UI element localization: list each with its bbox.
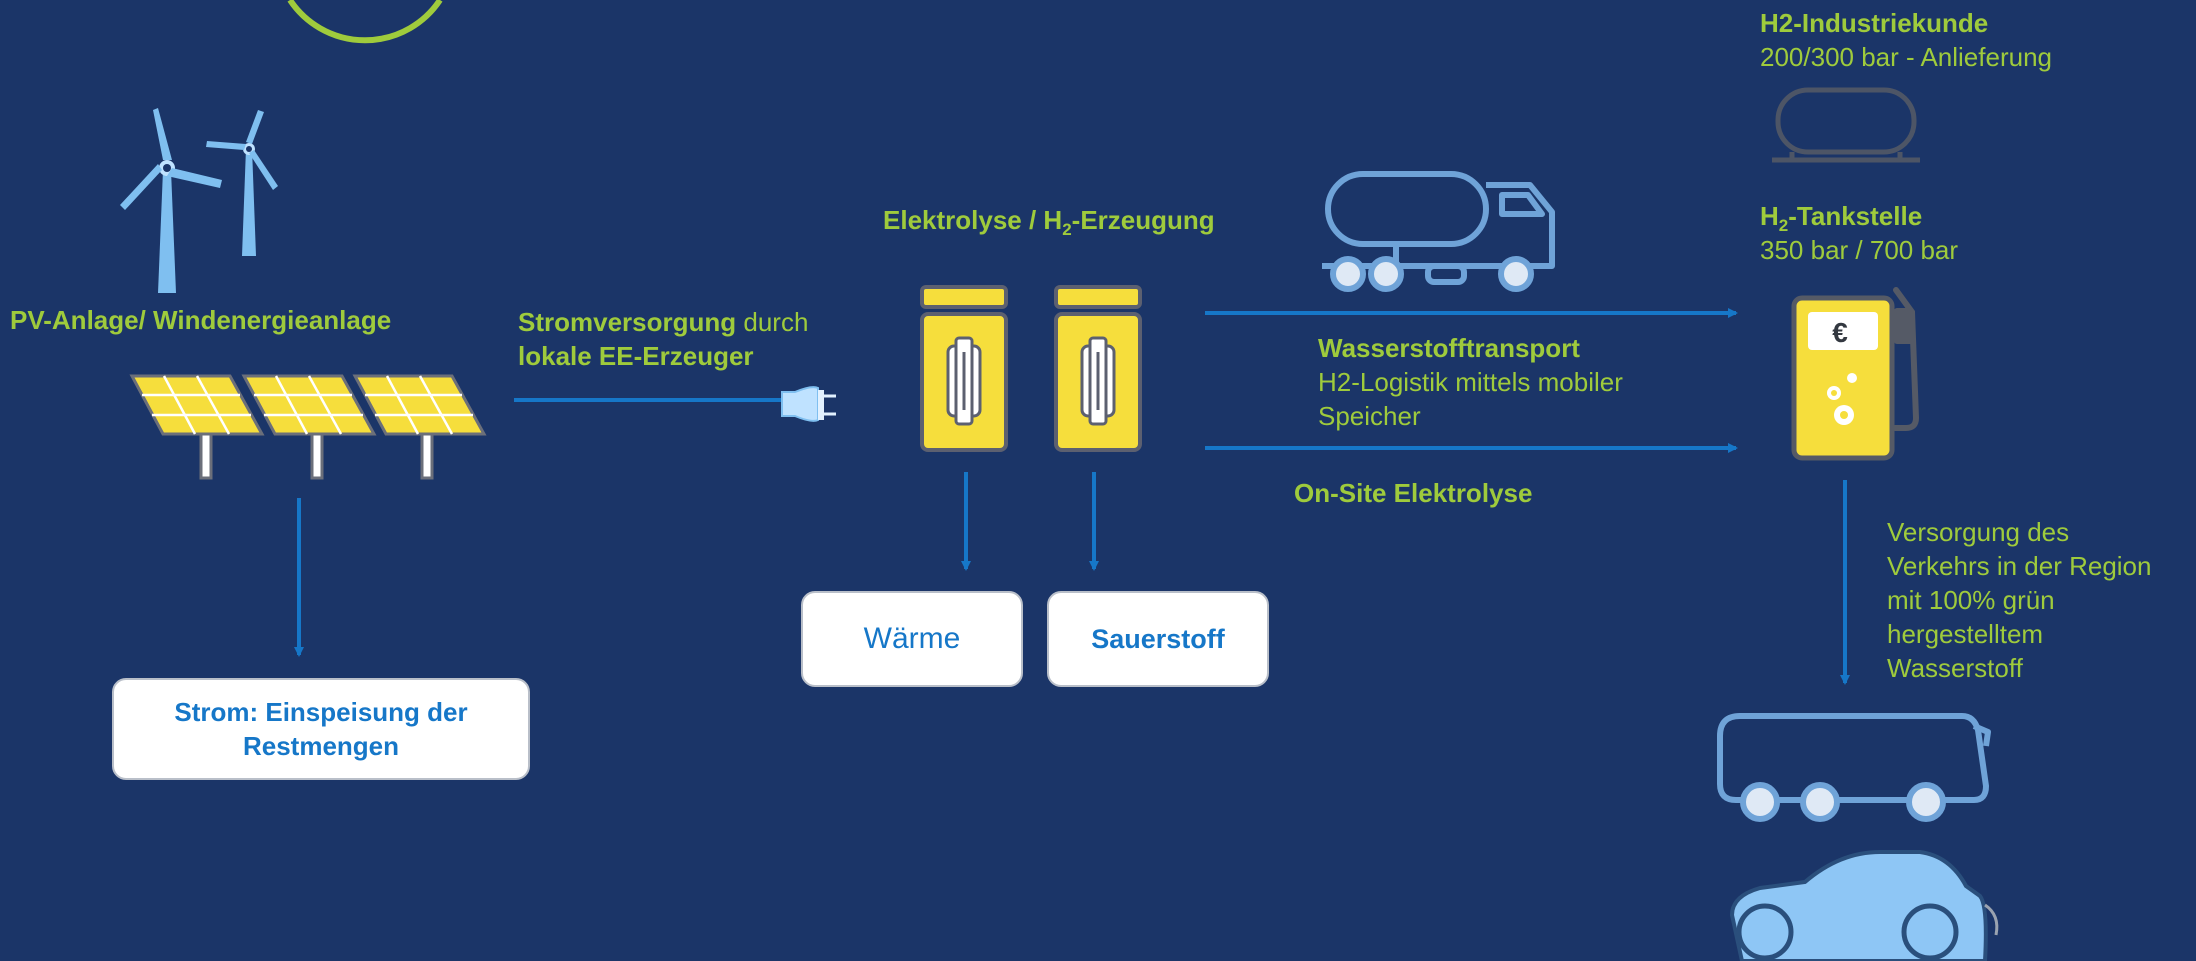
elektrolyse-pre: Elektrolyse / H [883,205,1063,235]
versorgung-line: Versorgung des [1887,517,2070,547]
euro-sign: € [1832,317,1848,348]
solar-panel-icon [129,374,487,480]
stromversorgung-label: Stromversorgung durch [518,305,808,339]
versorgung-line: hergestelltem [1887,619,2044,649]
stromversorgung-bold: Stromversorgung [518,307,737,337]
sauerstoff-label: Sauerstoff [1091,623,1225,654]
einspeisung-line1: Strom: Einspeisung der [174,697,468,727]
tank-truck-icon [1322,171,1555,292]
plug-icon [781,386,836,422]
elektrolyse-post: -Erzeugung [1071,205,1215,235]
stromversorgung-rest: durch [736,307,809,337]
onsite-label: On-Site Elektrolyse [1294,478,1533,508]
versorgung-line: mit 100% grün [1887,585,2055,615]
transport-line2: Speicher [1318,401,1421,431]
industrie-sub: 200/300 bar - Anlieferung [1760,42,2052,72]
transport-title: Wasserstofftransport [1318,333,1580,363]
fuel-pump-icon: € [1791,287,1920,461]
elektrolyse-sub: 2 [1062,220,1072,240]
tank-sub: 2 [1778,216,1789,236]
einspeisung-box: Strom: Einspeisung der Restmengen [112,678,530,780]
waerme-box: Wärme [801,591,1023,687]
bus-icon [1717,713,1991,822]
industrie-title: H2-Industriekunde [1760,8,1989,38]
elektrolyse-label: Elektrolyse / H2-Erzeugung [883,203,1215,247]
pv-wind-label: PV-Anlage/ Windenergieanlage [10,305,392,335]
electrolyser-right-icon [1054,285,1142,452]
wind-turbine-icon [120,108,278,293]
sauerstoff-box: Sauerstoff [1047,591,1269,687]
electrolyser-left-icon [920,285,1008,452]
einspeisung-line2: Restmengen [242,731,400,761]
versorgung-line: Verkehrs in der Region [1887,551,2152,581]
transport-line1: H2-Logistik mittels mobiler [1318,367,1623,397]
versorgung-line: Wasserstoff [1887,653,2023,683]
tankstelle-pressure: 350 bar / 700 bar [1760,235,1959,265]
tankstelle-title: H2-Tankstelle [1760,199,1922,243]
ee-erzeuger-label: lokale EE-Erzeuger [518,341,754,371]
logo-circle-fragment [287,0,443,44]
tank-post: -Tankstelle [1788,201,1923,231]
tank-pre: H [1760,201,1779,231]
storage-tank-icon [1772,87,1920,163]
electric-car-icon [1729,850,1999,961]
waerme-label: Wärme [863,622,961,655]
